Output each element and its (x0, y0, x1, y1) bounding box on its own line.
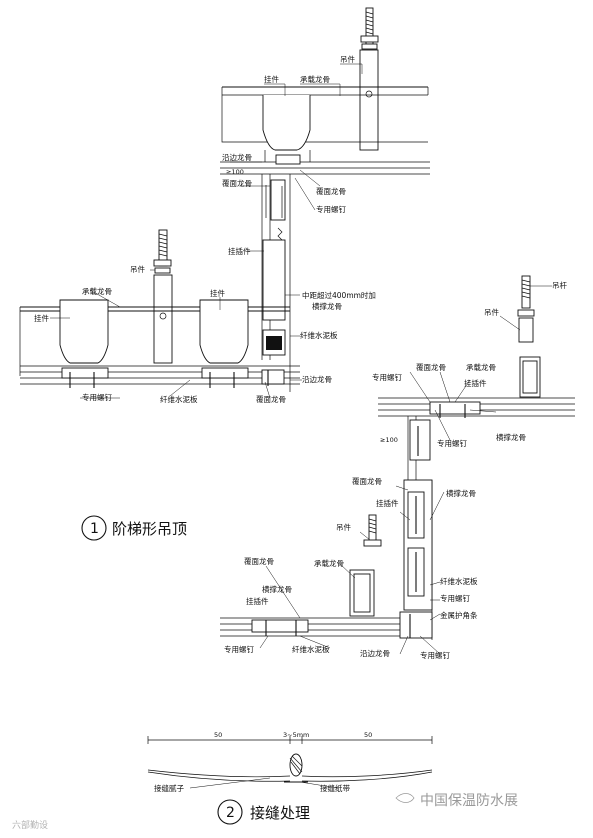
title-two: 2 接缝处理 (217, 799, 310, 825)
watermark-left: 六部勤设 (12, 819, 48, 831)
label-joint-tape: 接缝纸带 (320, 783, 350, 793)
title-one: 1 阶梯形吊顶 (81, 515, 187, 541)
leader-lines (50, 63, 552, 789)
label-top-clip: 挂件 (264, 74, 279, 84)
label-rb-plug: 挂插件 (376, 498, 399, 508)
upper-step-detail (220, 7, 430, 392)
label-mid-fiber-board-bottom: 纤维水泥板 (160, 394, 198, 404)
label-rb-screw: 专用螺钉 (440, 593, 470, 603)
wechat-icon (395, 793, 415, 803)
label-rb-load-keel: 承载龙骨 (314, 558, 344, 568)
label-rb-cross-keel: 横撑龙骨 (446, 488, 476, 498)
title-one-number: 1 (90, 521, 99, 537)
label-mid-screw: 专用螺钉 (82, 392, 112, 402)
label-rb-hanger: 吊件 (336, 522, 351, 532)
label-left-clip-left: 挂件 (34, 313, 49, 323)
label-rt-plug: 挂插件 (464, 378, 487, 388)
label-rt-screw2: 专用螺钉 (437, 438, 467, 448)
label-top-load-keel: 承载龙骨 (300, 74, 330, 84)
hanger-body (359, 49, 379, 151)
label-mid-note-1: 中距超过400mm时加 (302, 290, 376, 300)
label-rb-corner: 金属护角条 (440, 610, 478, 620)
label-rb-fiber-board-bottom: 纤维水泥板 (292, 644, 330, 654)
label-mid-plug: 挂插件 (228, 246, 251, 256)
label-joint-putty: 接缝腻子 (154, 783, 184, 793)
label-rt-cover-keel: 覆面龙骨 (416, 362, 446, 372)
watermark-right: 中国保温防水展 (420, 793, 518, 809)
right-lower-detail (220, 479, 433, 639)
label-top-cover-keel-right: 覆面龙骨 (316, 186, 346, 196)
label-rb-screw-right: 专用螺钉 (420, 650, 450, 660)
title-two-number: 2 (226, 805, 235, 821)
label-joint-dim-right: 50 (364, 731, 372, 739)
label-mid-cover-keel: 覆面龙骨 (256, 394, 286, 404)
label-left-clip-right: 挂件 (210, 288, 225, 298)
label-rt-cross-keel: 横撑龙骨 (496, 432, 526, 442)
label-top-screw: 专用螺钉 (316, 204, 346, 214)
title-two-text: 接缝处理 (250, 804, 310, 822)
label-joint-dim-left: 50 (214, 731, 222, 739)
joint-detail (147, 736, 433, 783)
label-joint-dim-gap: 3~5mm (283, 731, 309, 739)
label-mid-fiber-board: 纤维水泥板 (300, 330, 338, 340)
label-rb-cover-keel-top: 覆面龙骨 (352, 476, 382, 486)
label-rt-load-keel: 承载龙骨 (466, 362, 496, 372)
label-rb-fiber-board: 纤维水泥板 (440, 576, 478, 586)
label-rt-screw: 专用螺钉 (372, 372, 402, 382)
label-rb-screw-left: 专用螺钉 (224, 644, 254, 654)
label-mid-note-2: 横撑龙骨 (312, 301, 342, 311)
text-labels: 吊件 挂件 承载龙骨 沿边龙骨 ≥100 覆面龙骨 覆面龙骨 专用螺钉 挂插件 … (34, 54, 567, 793)
label-rb-cover-keel: 覆面龙骨 (244, 556, 274, 566)
right-upper-detail (378, 275, 575, 640)
label-top-hanger: 吊件 (340, 54, 355, 64)
label-rb-plug-left: 挂插件 (246, 596, 269, 606)
label-left-hanger: 吊件 (130, 264, 145, 274)
watermarks: 六部勤设 中国保温防水展 (12, 793, 518, 831)
lower-step-left-detail (19, 229, 300, 388)
label-rt-dim-100: ≥100 (380, 436, 398, 444)
label-rb-cross-keel-left: 横撑龙骨 (262, 584, 292, 594)
label-rt-rod: 吊杆 (552, 280, 567, 290)
title-one-text: 阶梯形吊顶 (112, 520, 187, 538)
label-top-cover-keel-left: 覆面龙骨 (222, 178, 252, 188)
label-top-edge-keel: 沿边龙骨 (222, 152, 252, 162)
label-mid-edge-keel: 沿边龙骨 (302, 374, 332, 384)
threaded-rod (360, 7, 379, 50)
label-left-load-keel: 承载龙骨 (82, 286, 112, 296)
label-rb-edge-keel: 沿边龙骨 (360, 648, 390, 658)
label-top-dim-100: ≥100 (226, 168, 244, 176)
label-rt-hanger: 吊件 (484, 307, 499, 317)
